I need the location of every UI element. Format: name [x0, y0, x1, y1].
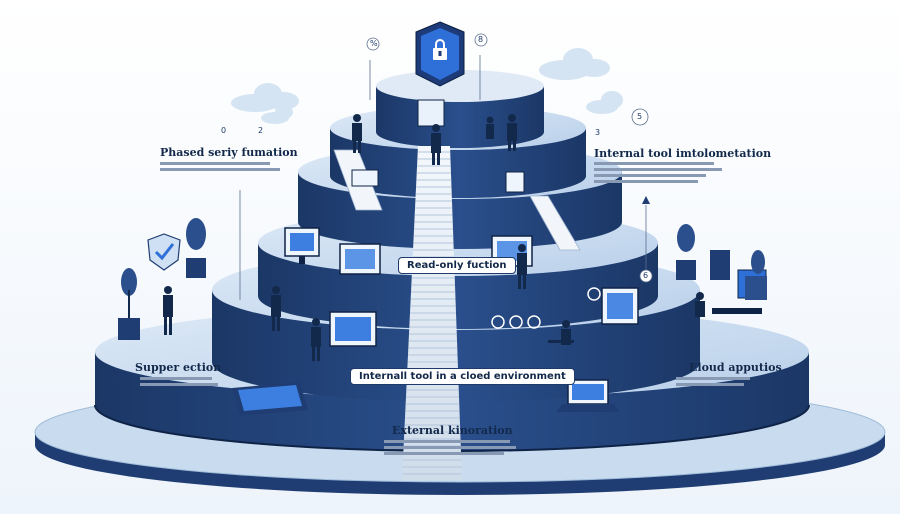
door	[417, 99, 445, 127]
monitor-icon	[329, 311, 377, 347]
laptop-icon	[556, 379, 620, 412]
label-read-only-function: Read-only fuction	[398, 257, 516, 274]
plant-icon	[676, 224, 696, 280]
marker-3: 3	[595, 128, 601, 137]
server-icon	[710, 250, 730, 280]
tablet-icon	[232, 382, 308, 416]
label-internal-tool-caption	[594, 162, 722, 183]
label-super-section: Supper ection	[135, 361, 222, 374]
person-icon	[163, 286, 173, 335]
leader-lines	[239, 55, 647, 300]
panel-icon	[351, 169, 379, 187]
label-super-section-caption	[140, 377, 218, 386]
person-icon	[507, 114, 517, 151]
label-cloud-applications: Eloud apputios	[689, 361, 782, 374]
label-external-information: External kinoration	[392, 424, 513, 437]
server-stacks	[710, 250, 767, 300]
person-icon	[486, 116, 494, 139]
marker-5: 5	[637, 112, 643, 121]
server-icon	[745, 276, 767, 300]
gear-icon	[491, 315, 505, 329]
shield-lock-icon	[415, 21, 465, 87]
person-icon	[271, 286, 281, 331]
marker-2: 2	[258, 126, 264, 135]
plant-icon	[186, 218, 206, 278]
marker-6: 6	[643, 271, 649, 280]
person-icon	[517, 244, 527, 289]
person-icon	[352, 114, 362, 153]
people	[163, 114, 705, 361]
gear-icon	[527, 315, 541, 329]
tier-icons	[491, 287, 601, 329]
label-internal-tool-implementation: Internal tool imtolometation	[594, 147, 772, 160]
person-icon	[431, 124, 441, 165]
cloud-icon	[539, 48, 610, 80]
plant-icon	[118, 268, 140, 340]
panel-icon	[505, 171, 525, 193]
label-internal-tool-cloud: Internall tool in a cloed environment	[350, 368, 575, 385]
person-icon	[695, 292, 705, 317]
marker-percent: %	[370, 39, 378, 48]
monitor-icon	[601, 287, 639, 325]
monitor-icon	[339, 243, 381, 275]
marker-8: 8	[478, 35, 484, 44]
monitor-icon	[284, 227, 320, 264]
arrow-up-icon	[642, 196, 650, 204]
cloud-icon	[261, 105, 293, 124]
label-phased-security-caption	[160, 162, 280, 171]
marker-circles	[366, 33, 653, 283]
clouds	[231, 48, 623, 124]
label-cloud-applications-caption	[676, 377, 750, 386]
person-icon	[311, 318, 321, 361]
gear-icon	[509, 315, 523, 329]
cloud-icon	[231, 83, 299, 112]
marker-0: 0	[221, 126, 227, 135]
label-external-information-caption	[384, 440, 516, 455]
cloud-icon	[586, 91, 623, 114]
shield-check-icon	[147, 233, 181, 271]
person-icon	[548, 320, 574, 345]
top-cylinder	[376, 70, 544, 148]
lock-icon	[587, 287, 601, 301]
label-phased-security: Phased seriy fumation	[160, 146, 298, 159]
